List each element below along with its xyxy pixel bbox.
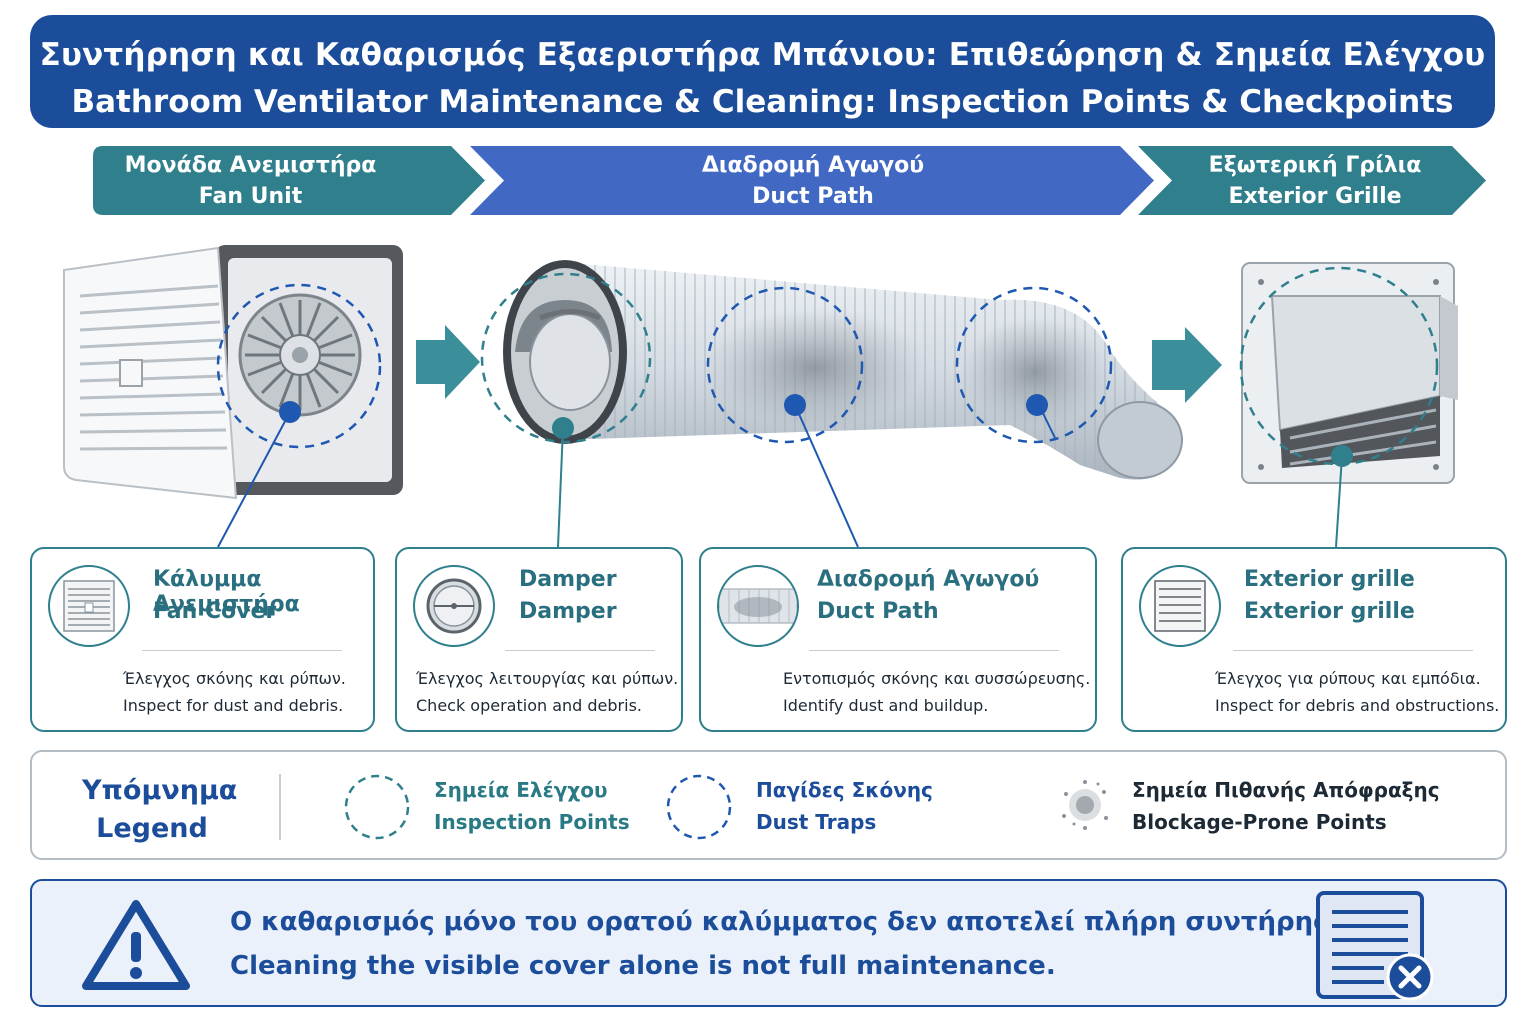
fan-cover-icon bbox=[48, 565, 130, 647]
legend-title-english: Legend bbox=[96, 813, 208, 844]
stage-exterior-grille: Εξωτερική Γρίλια Exterior Grille bbox=[1138, 146, 1488, 215]
legend-divider bbox=[279, 774, 281, 840]
legend-item-greek: Σημεία Ελέγχου bbox=[434, 778, 608, 802]
legend-item-english: Inspection Points bbox=[434, 810, 630, 834]
title-english: Bathroom Ventilator Maintenance & Cleani… bbox=[71, 84, 1454, 120]
stage-label-greek: Διαδρομή Αγωγού bbox=[701, 153, 925, 178]
legend-item-greek: Σημεία Πιθανής Απόφραξης bbox=[1132, 778, 1440, 802]
legend-item-greek: Παγίδες Σκόνης bbox=[756, 778, 933, 802]
dust-trap-marker bbox=[955, 286, 1113, 444]
card-title-greek: Damper bbox=[519, 567, 617, 592]
dashed-circle-teal-icon bbox=[344, 774, 410, 840]
card-desc-english: Inspect for dust and debris. bbox=[123, 696, 344, 715]
inspection-point-marker bbox=[480, 272, 652, 444]
warning-text-english: Cleaning the visible cover alone is not … bbox=[230, 951, 1056, 981]
exterior-grille-illustration bbox=[1241, 262, 1458, 484]
title-greek: Συντήρηση και Καθαρισμός Εξαεριστήρα Μπά… bbox=[39, 37, 1486, 73]
card-title-greek: Exterior grille bbox=[1244, 567, 1415, 592]
card-title-greek: Διαδρομή Αγωγού bbox=[817, 567, 1040, 592]
grille-cross-icon bbox=[1316, 891, 1434, 1001]
duct-icon bbox=[717, 565, 799, 647]
card-title-english: Fan Cover bbox=[153, 599, 277, 624]
stage-fan-unit: Μονάδα Ανεμιστήρα Fan Unit bbox=[93, 146, 488, 215]
card-divider bbox=[505, 650, 655, 651]
card-title-english: Damper bbox=[519, 599, 617, 624]
stage-label-english: Exterior Grille bbox=[1228, 184, 1402, 209]
dashed-circle-blue-icon bbox=[666, 774, 732, 840]
flow-arrow-icon bbox=[416, 325, 480, 399]
card-divider bbox=[142, 650, 342, 651]
inspection-point-marker bbox=[1239, 266, 1439, 466]
warning-text-greek: Ο καθαρισμός μόνο του ορατού καλύμματος … bbox=[230, 907, 1362, 937]
card-title-english: Duct Path bbox=[817, 599, 939, 624]
card-exterior-grille: Exterior grille Exterior grille Έλεγχος … bbox=[1121, 547, 1507, 732]
card-desc-english: Inspect for debris and obstructions. bbox=[1215, 696, 1500, 715]
legend-item-english: Dust Traps bbox=[756, 810, 877, 834]
card-desc-english: Identify dust and buildup. bbox=[783, 696, 989, 715]
dust-trap-marker bbox=[216, 283, 382, 449]
card-title-english: Exterior grille bbox=[1244, 599, 1415, 624]
exterior-grille-icon bbox=[1139, 565, 1221, 647]
card-desc-greek: Έλεγχος σκόνης και ρύπων. bbox=[123, 669, 346, 688]
stage-label-greek: Μονάδα Ανεμιστήρα bbox=[124, 153, 377, 178]
warning-banner: Ο καθαρισμός μόνο του ορατού καλύμματος … bbox=[30, 879, 1507, 1007]
warning-triangle-icon bbox=[82, 900, 190, 990]
legend-item-english: Blockage-Prone Points bbox=[1132, 810, 1387, 834]
card-duct-path: Διαδρομή Αγωγού Duct Path Εντοπισμός σκό… bbox=[699, 547, 1097, 732]
dust-cluster-icon bbox=[1062, 780, 1108, 830]
duct-illustration bbox=[503, 260, 1183, 480]
card-divider bbox=[1233, 650, 1473, 651]
dust-trap-marker bbox=[706, 286, 864, 444]
card-desc-greek: Έλεγχος λειτουργίας και ρύπων. bbox=[416, 669, 679, 688]
damper-icon bbox=[413, 565, 495, 647]
stage-label-english: Fan Unit bbox=[198, 184, 303, 209]
card-divider bbox=[809, 650, 1059, 651]
stage-duct-path: Διαδρομή Αγωγού Duct Path bbox=[470, 146, 1156, 215]
flow-arrow-icon bbox=[1152, 327, 1222, 403]
stage-label-greek: Εξωτερική Γρίλια bbox=[1208, 153, 1422, 178]
stage-label-english: Duct Path bbox=[752, 184, 874, 209]
card-desc-english: Check operation and debris. bbox=[416, 696, 642, 715]
card-fan-cover: Κάλυμμα Ανεμιστήρα Fan Cover Έλεγχος σκό… bbox=[30, 547, 375, 732]
legend: Υπόμνημα Legend Σημεία Ελέγχου Inspectio… bbox=[30, 750, 1507, 860]
card-desc-greek: Εντοπισμός σκόνης και συσσώρευσης. bbox=[783, 669, 1091, 688]
legend-title-greek: Υπόμνημα bbox=[82, 775, 238, 806]
fan-unit-illustration bbox=[63, 245, 403, 500]
card-damper: Damper Damper Έλεγχος λειτουργίας και ρύ… bbox=[395, 547, 683, 732]
card-desc-greek: Έλεγχος για ρύπους και εμπόδια. bbox=[1215, 669, 1481, 688]
ventilation-illustration bbox=[63, 245, 1458, 548]
card-title-greek: Κάλυμμα Ανεμιστήρα bbox=[153, 567, 300, 617]
title-banner: Συντήρηση και Καθαρισμός Εξαεριστήρα Μπά… bbox=[30, 15, 1495, 128]
